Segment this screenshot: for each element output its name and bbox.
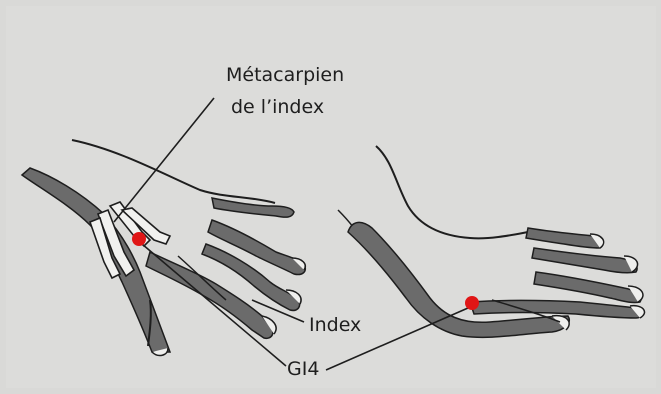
label-metacarpal-line1: Métacarpien [226, 64, 344, 86]
label-metacarpal-line2: de l’index [231, 96, 324, 118]
label-gi4: GI4 [287, 358, 319, 380]
acupoint-gi4-right [465, 296, 479, 310]
acupoint-gi4-left [132, 232, 146, 246]
label-index: Index [309, 314, 361, 336]
